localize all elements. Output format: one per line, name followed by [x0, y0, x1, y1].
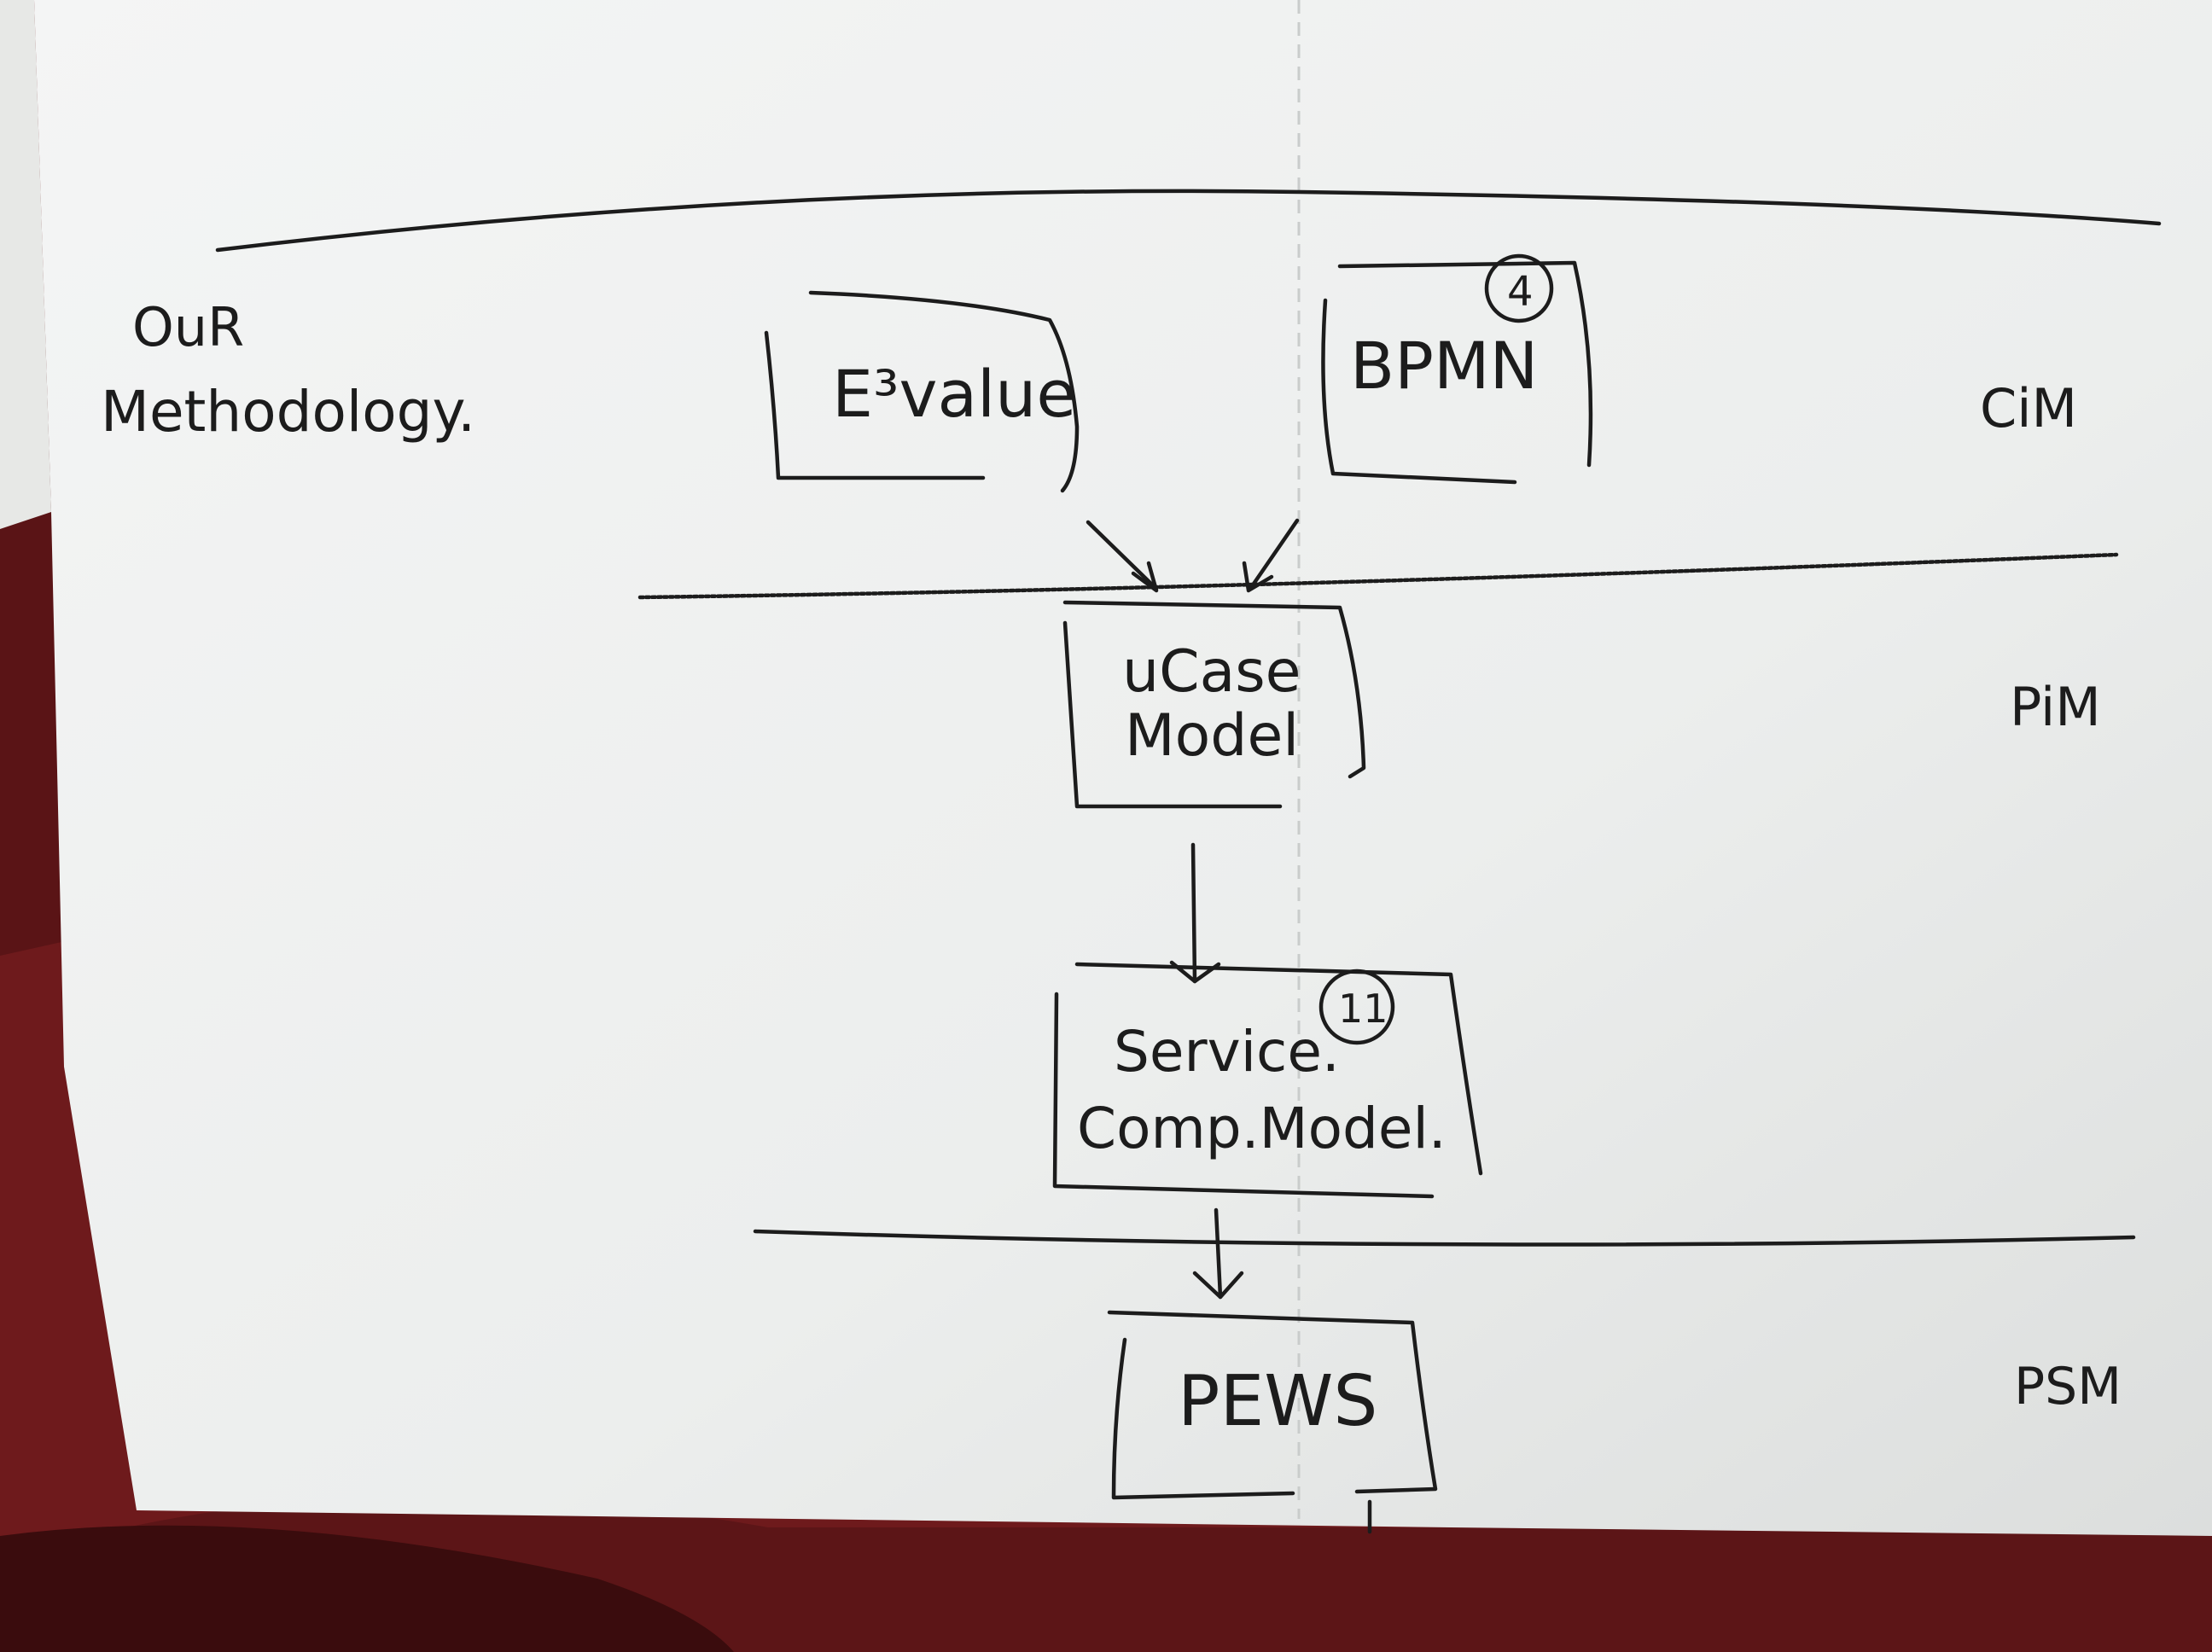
bpmn-badge-circle [1484, 253, 1554, 323]
bpmn-box-right [1337, 260, 1593, 468]
bpmn-box-left-bottom [1321, 298, 1517, 485]
paper-sheet [34, 0, 2212, 1536]
arrow-bpmn-head [1242, 561, 1274, 593]
cim-top-line [215, 189, 2162, 253]
service-node-line1: Service. [1114, 1019, 1340, 1085]
service-node-line2: Comp.Model. [1077, 1096, 1447, 1161]
ucase-box-left-bottom [1062, 620, 1283, 809]
arrow-ucase-to-service [1190, 842, 1197, 984]
bpmn-badge-number: 4 [1507, 268, 1534, 316]
pim-psm-separator [753, 1229, 2136, 1247]
ucase-box-top-right [1062, 600, 1366, 779]
arrow-service-to-pews [1214, 1207, 1223, 1300]
pim-layer-label: PiM [2010, 676, 2101, 738]
diagram-title-line2: Methodology. [101, 379, 475, 445]
pews-box-top-right [1107, 1310, 1438, 1494]
service-badge-circle [1318, 969, 1395, 1045]
ucase-node-line2: Model [1125, 702, 1299, 770]
cim-pim-separator [637, 552, 2119, 600]
cim-layer-label: CiM [1980, 377, 2077, 439]
bpmn-node-label: BPMN [1350, 328, 1538, 404]
desk-shadow [0, 1525, 734, 1652]
service-box-top-right [1074, 962, 1483, 1176]
e3value-node-label: E³value [832, 356, 1076, 432]
e3value-box-left-bottom [764, 330, 986, 480]
psm-layer-label: PSM [2014, 1357, 2122, 1416]
paper-under-sheet [0, 0, 51, 529]
pews-box-left-bottom [1111, 1337, 1295, 1500]
diagram-title-line1: OuR [132, 296, 244, 358]
service-badge-number: 11 [1338, 986, 1388, 1032]
service-box-left-bottom [1052, 992, 1435, 1199]
e3value-box-top-right [808, 290, 1080, 493]
arrow-service-pews-head [1192, 1271, 1244, 1300]
arrow-e3value-to-ucase [1086, 520, 1159, 591]
ucase-node-line1: uCase [1122, 638, 1301, 706]
arrow-bpmn-to-ucase [1248, 518, 1300, 591]
arrow-e3value-head [1131, 561, 1159, 593]
pews-node-label: PEWS [1178, 1361, 1377, 1442]
